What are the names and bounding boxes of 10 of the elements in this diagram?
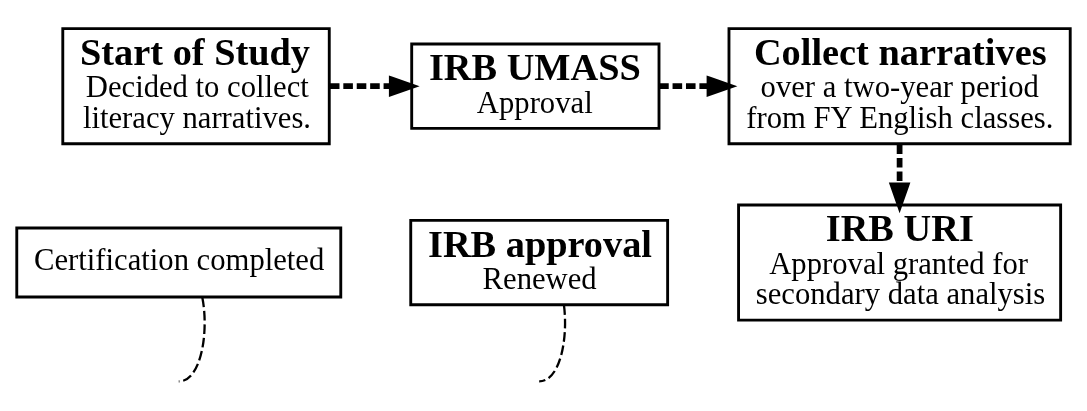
- node-box: IRB approval Renewed: [409, 218, 670, 306]
- arrow: [659, 74, 738, 97]
- arrow: [888, 144, 911, 213]
- node-box: Start of Study Decided to collect literacy narratives.: [61, 26, 331, 145]
- node-box: IRB UMASS Approval: [410, 42, 661, 130]
- node-box: IRB URI Approval granted for secondary data analysis: [737, 203, 1063, 321]
- arrow: [329, 74, 420, 97]
- node-box: Collect narratives over a two-year period from FY English classes.: [727, 26, 1072, 145]
- node-box: Certification completed: [15, 226, 343, 298]
- connector: [539, 304, 567, 383]
